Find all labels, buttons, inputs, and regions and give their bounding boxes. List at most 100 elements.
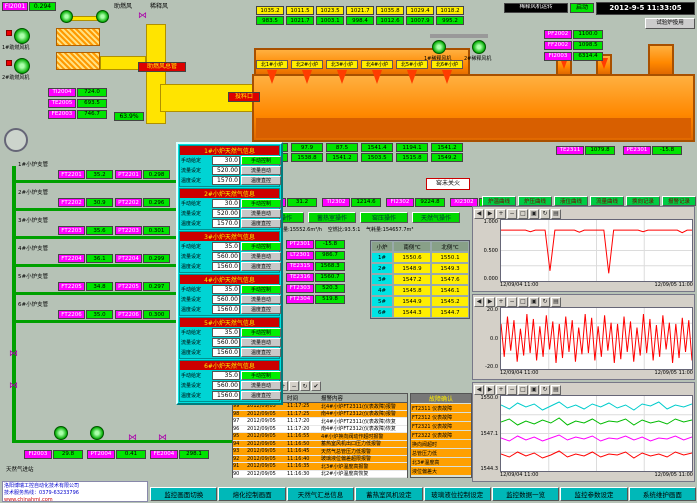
combustion-fan-icon[interactable] <box>14 28 30 44</box>
nav-button[interactable]: 系统维护画面 <box>628 487 696 501</box>
set-value[interactable]: 35.0 <box>212 328 240 337</box>
valve-icon[interactable]: ⋈ <box>128 433 137 443</box>
alarm-row[interactable]: 92 2012/09/05 11:16:40 玻璃液位偏差超限报警 <box>233 455 407 463</box>
alarm-row[interactable]: 98 2012/09/05 11:17:25 南4#小炉FT2312(仪表故障)… <box>233 410 407 418</box>
chart-tool-icon-1[interactable]: ▶ <box>485 384 495 395</box>
temp-direct-button[interactable]: 温度直控 <box>241 219 281 228</box>
flow-auto-button[interactable]: 流量自动 <box>241 381 281 390</box>
manual-control-button[interactable]: 手动控制 <box>241 199 281 208</box>
valve-icon[interactable]: ⋈ <box>9 349 18 359</box>
nav-button[interactable]: 监控数据一览 <box>491 487 560 501</box>
curve-button[interactable]: 液位曲线 <box>554 196 588 206</box>
temp-setpoint-value[interactable]: 1560.0 <box>212 391 240 400</box>
chart-tool-icon-6[interactable]: ↻ <box>540 384 550 395</box>
alarm-row[interactable]: 91 2012/09/05 11:16:35 北3#小炉温度高报警 <box>233 463 407 471</box>
temp-direct-button[interactable]: 温度直控 <box>241 391 281 400</box>
alarm-row[interactable]: 94 2012/09/05 11:16:50 蓄热室风机出口压力低报警 <box>233 440 407 448</box>
flow-setpoint-value[interactable]: 520.00 <box>212 166 240 175</box>
port-table-row[interactable]: 1# 1550.6 1550.1 <box>371 252 469 263</box>
temp-direct-button[interactable]: 温度直控 <box>241 305 281 314</box>
port-table-row[interactable]: 6# 1544.3 1544.7 <box>371 307 469 318</box>
chart-tool-icon-5[interactable]: ▣ <box>529 208 539 219</box>
burner-label[interactable]: 北4#小炉 <box>361 60 393 69</box>
flow-auto-button[interactable]: 流量自动 <box>241 209 281 218</box>
vendor-website[interactable]: www.chinahmi.com <box>4 496 53 502</box>
flow-setpoint-value[interactable]: 560.00 <box>212 252 240 261</box>
chart-tool-icon-7[interactable]: ▤ <box>551 208 561 219</box>
alarm-row[interactable]: 90 2012/09/05 11:16:30 北2#小炉温度高恢复 <box>233 470 407 478</box>
chart-tool-icon-4[interactable]: □ <box>518 296 528 307</box>
temp-setpoint-value[interactable]: 1570.0 <box>212 219 240 228</box>
alarm-tool-icon[interactable]: − <box>289 381 299 391</box>
temp-direct-button[interactable]: 温度直控 <box>241 262 281 271</box>
fan-icon[interactable] <box>60 10 73 23</box>
chart-tool-icon-4[interactable]: □ <box>518 384 528 395</box>
chart-tool-icon-2[interactable]: + <box>496 208 506 219</box>
ack-row[interactable]: 换向阀超时 <box>411 440 471 448</box>
plot-area[interactable] <box>500 395 693 472</box>
operation-button[interactable]: 窑压操作 <box>360 212 408 223</box>
nav-button[interactable]: 监控画面切换 <box>150 487 218 501</box>
port-table-row[interactable]: 4# 1545.8 1546.1 <box>371 285 469 296</box>
ack-row[interactable]: FT2312 仪表故障 <box>411 413 471 421</box>
burner-label[interactable]: 北6#小炉 <box>431 60 463 69</box>
chart-tool-icon-1[interactable]: ▶ <box>485 296 495 307</box>
flow-auto-button[interactable]: 流量自动 <box>241 295 281 304</box>
chart-tool-icon-0[interactable]: ◀ <box>474 384 484 395</box>
temp-setpoint-value[interactable]: 1570.0 <box>212 176 240 185</box>
burner-label[interactable]: 北3#小炉 <box>326 60 358 69</box>
pump-icon[interactable] <box>90 426 104 440</box>
manual-control-button[interactable]: 手动控制 <box>241 242 281 251</box>
valve-icon[interactable]: ⋈ <box>9 381 18 391</box>
temp-setpoint-value[interactable]: 1560.0 <box>212 348 240 357</box>
flow-setpoint-value[interactable]: 560.00 <box>212 381 240 390</box>
fan-icon[interactable] <box>96 10 109 23</box>
ack-row[interactable]: FT2311 仪表故障 <box>411 404 471 412</box>
temp-setpoint-value[interactable]: 1560.0 <box>212 262 240 271</box>
test-furnace-button[interactable]: 试验炉投用 <box>645 18 695 29</box>
operation-button[interactable]: 天然气操作 <box>412 212 460 223</box>
nav-button[interactable]: 熔化控制画面 <box>218 487 286 501</box>
chart-tool-icon-2[interactable]: + <box>496 296 506 307</box>
chart-tool-icon-7[interactable]: ▤ <box>551 384 561 395</box>
burner-label[interactable]: 北1#小炉 <box>256 60 288 69</box>
chart-tool-icon-6[interactable]: ↻ <box>540 208 550 219</box>
chart-tool-icon-3[interactable]: − <box>507 208 517 219</box>
alarm-row[interactable]: 93 2012/09/05 11:16:45 天然气总管压力低报警 <box>233 448 407 456</box>
flow-setpoint-value[interactable]: 560.00 <box>212 295 240 304</box>
temp-direct-button[interactable]: 温度直控 <box>241 348 281 357</box>
alarm-tool-icon[interactable]: ↻ <box>300 381 310 391</box>
manual-control-button[interactable]: 手动控制 <box>241 156 281 165</box>
nav-button[interactable]: 玻璃液位控制设定 <box>423 487 491 501</box>
ack-row[interactable]: FT2321 仪表故障 <box>411 422 471 430</box>
curve-button[interactable]: 炉压曲线 <box>518 196 552 206</box>
port-table-row[interactable]: 5# 1544.9 1545.2 <box>371 296 469 307</box>
operation-button[interactable]: 蓄热室操作 <box>308 212 356 223</box>
manual-control-button[interactable]: 手动控制 <box>241 328 281 337</box>
chart-tool-icon-3[interactable]: − <box>507 384 517 395</box>
plot-area[interactable] <box>500 307 693 370</box>
nav-button[interactable]: 监控参数设定 <box>560 487 628 501</box>
nav-button[interactable]: 天然气汇总信息 <box>286 487 355 501</box>
temp-direct-button[interactable]: 温度直控 <box>241 176 281 185</box>
valve-icon[interactable]: ⋈ <box>158 433 167 443</box>
set-value[interactable]: 35.0 <box>212 242 240 251</box>
dilution-fan-icon[interactable] <box>472 40 486 54</box>
flow-setpoint-value[interactable]: 560.00 <box>212 338 240 347</box>
set-value[interactable]: 35.0 <box>212 371 240 380</box>
valve-icon[interactable]: ⋈ <box>138 11 147 21</box>
ack-row[interactable]: FT2322 仪表故障 <box>411 431 471 439</box>
alarm-row[interactable]: 99 2012/09/05 11:17:25 北4#小炉FT2311(仪表故障)… <box>233 403 407 411</box>
flow-auto-button[interactable]: 流量自动 <box>241 166 281 175</box>
alarm-row[interactable]: 96 2012/09/05 11:17:20 南4#小炉FT2312(仪表故障)… <box>233 425 407 433</box>
chart-tool-icon-2[interactable]: + <box>496 384 506 395</box>
plot-area[interactable] <box>500 219 693 282</box>
chart-tool-icon-6[interactable]: ↻ <box>540 296 550 307</box>
fan-start-status[interactable]: 启动 <box>570 3 594 13</box>
manual-control-button[interactable]: 手动控制 <box>241 371 281 380</box>
burner-label[interactable]: 北2#小炉 <box>291 60 323 69</box>
curve-button[interactable]: 流量曲线 <box>590 196 624 206</box>
alarm-row[interactable]: 97 2012/09/05 11:17:20 北4#小炉FT2311(仪表故障)… <box>233 418 407 426</box>
curve-button[interactable]: 炉温曲线 <box>482 196 516 206</box>
alarm-row[interactable]: 95 2012/09/05 11:16:55 4#小炉换向阀动作超时报警 <box>233 433 407 441</box>
